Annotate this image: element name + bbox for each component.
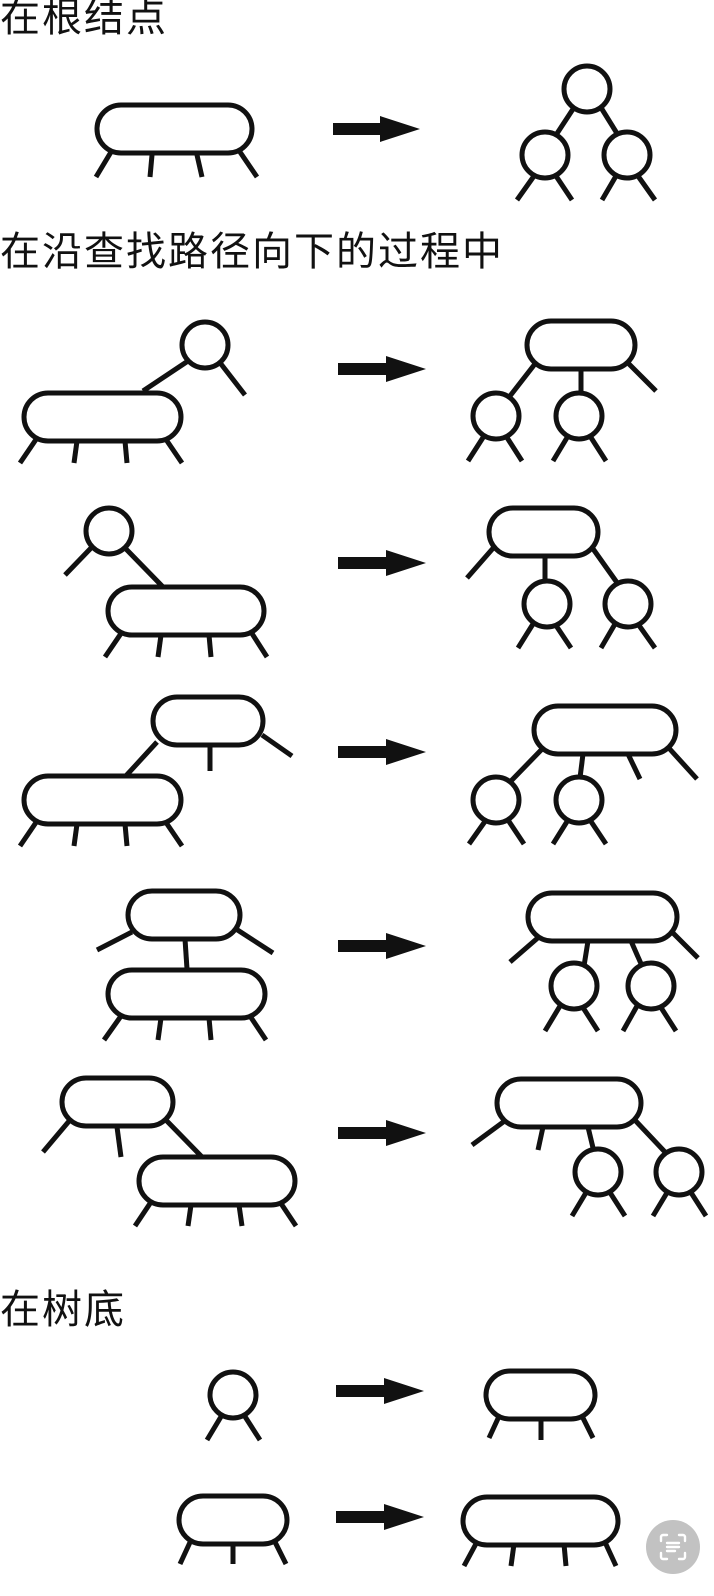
4-node: [531, 703, 679, 757]
right-arrow-icon: [336, 1378, 424, 1404]
4-node: [460, 1494, 621, 1548]
2-node: [470, 390, 522, 442]
2-node: [179, 319, 231, 371]
3-node: [483, 1368, 598, 1422]
2-node: [553, 390, 605, 442]
right-arrow-icon: [338, 739, 426, 765]
right-arrow-icon: [338, 1120, 426, 1146]
4-node: [21, 773, 184, 827]
2-node: [572, 1146, 624, 1198]
path-split-2-before: [63, 505, 270, 659]
3-node: [59, 1075, 176, 1129]
2-node: [601, 129, 653, 181]
2-node: [602, 578, 654, 630]
scan-text-icon: [659, 1533, 687, 1561]
bottom-insert-1-before: [204, 1369, 263, 1442]
3-node: [486, 505, 601, 559]
section-title-root: 在根结点: [0, 0, 168, 41]
4-node: [136, 1154, 298, 1208]
scan-text-button[interactable]: [646, 1520, 700, 1574]
bottom-insert-2-before: [176, 1493, 290, 1566]
3-node: [176, 1493, 290, 1547]
right-arrow-icon: [338, 933, 426, 959]
2-node: [83, 505, 135, 557]
path-split-4-before: [95, 888, 275, 1042]
path-split-4-after: [508, 890, 700, 1033]
path-split-3-after: [466, 703, 699, 846]
2-node: [470, 774, 522, 826]
4-node: [525, 890, 680, 944]
2-node: [625, 960, 677, 1012]
section-title-path: 在沿查找路径向下的过程中: [0, 229, 504, 275]
4-node: [494, 1076, 644, 1130]
2-node: [521, 578, 573, 630]
2-node: [207, 1369, 259, 1421]
root-split-before: [93, 102, 260, 179]
right-arrow-icon: [338, 550, 426, 576]
3-node: [125, 888, 243, 942]
bottom-insert-2-after: [460, 1494, 621, 1568]
4-node: [105, 584, 267, 638]
2-node: [519, 129, 571, 181]
path-split-1-after: [465, 318, 658, 463]
path-split-3-before: [17, 694, 294, 848]
right-arrow-icon: [336, 1504, 424, 1530]
path-split-1-before: [17, 319, 247, 465]
3-node: [524, 318, 638, 372]
4-node: [105, 967, 268, 1021]
4-node: [94, 102, 255, 156]
right-arrow-icon: [338, 356, 426, 382]
path-split-5-after: [470, 1076, 709, 1218]
bottom-insert-1-after: [483, 1368, 598, 1440]
section-title-bottom: 在树底: [0, 1287, 126, 1333]
root-split-after: [514, 63, 658, 202]
2-node: [653, 1146, 705, 1198]
3-node: [150, 694, 266, 748]
2-node: [548, 960, 600, 1012]
right-arrow-icon: [333, 116, 420, 142]
path-split-5-before: [41, 1075, 299, 1228]
4-node: [21, 390, 184, 444]
2-node: [553, 774, 605, 826]
path-split-2-after: [465, 505, 658, 650]
2-node: [561, 63, 613, 115]
